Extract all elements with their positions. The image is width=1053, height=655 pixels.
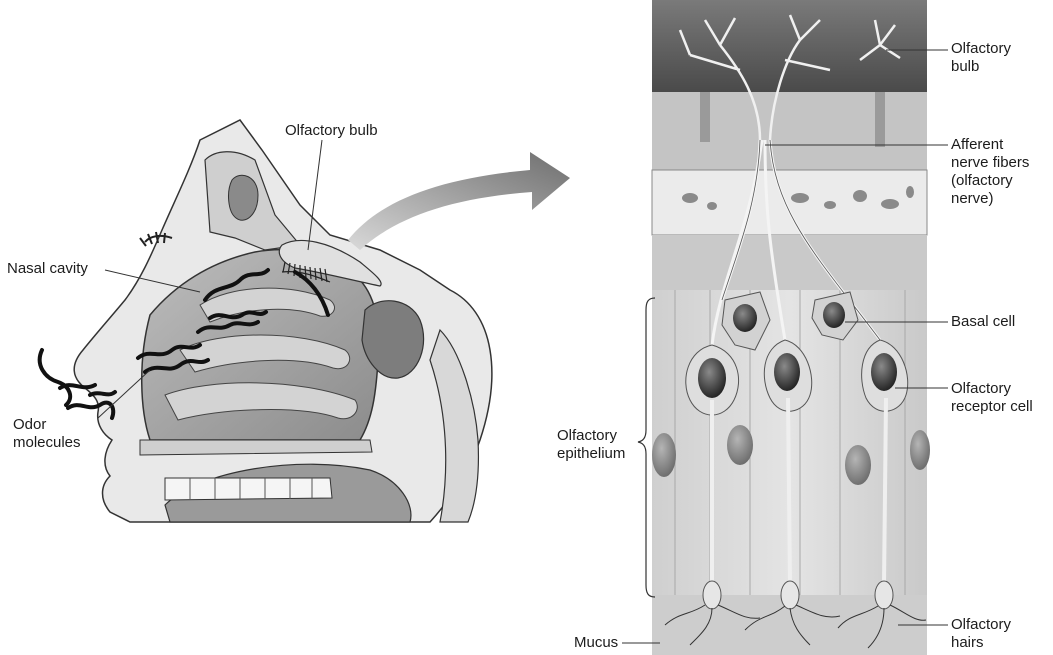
label-receptor-cell: Olfactory receptor cell xyxy=(951,380,1033,416)
label-bulb-line2: bulb xyxy=(951,58,1011,76)
epithelium-detail xyxy=(622,0,948,655)
label-afferent-line2: nerve fibers xyxy=(951,154,1029,172)
label-nasal-cavity: Nasal cavity xyxy=(7,260,88,278)
lamina-propria xyxy=(652,235,927,290)
label-receptor-line1: Olfactory xyxy=(951,380,1033,398)
label-mucus: Mucus xyxy=(574,634,618,652)
label-olfactory-bulb-right: Olfactory bulb xyxy=(951,40,1011,76)
label-bulb-line1: Olfactory xyxy=(951,40,1011,58)
label-basal-cell: Basal cell xyxy=(951,313,1015,331)
label-afferent-fibers: Afferent nerve fibers (olfactory nerve) xyxy=(951,136,1029,208)
label-afferent-line1: Afferent xyxy=(951,136,1029,154)
label-epithelium-line1: Olfactory xyxy=(557,427,625,445)
frontal-sinus xyxy=(229,175,258,220)
vessel-left xyxy=(700,92,710,142)
hard-palate xyxy=(140,440,372,455)
label-afferent-line3: (olfactory xyxy=(951,172,1029,190)
label-olfactory-bulb-left: Olfactory bulb xyxy=(285,122,378,140)
label-receptor-line2: receptor cell xyxy=(951,398,1033,416)
label-epithelium: Olfactory epithelium xyxy=(557,427,625,463)
label-olfactory-hairs: Olfactory hairs xyxy=(951,616,1011,652)
head-cross-section xyxy=(40,120,492,522)
label-afferent-line4: nerve) xyxy=(951,190,1029,208)
label-hairs-line2: hairs xyxy=(951,634,1011,652)
bulb-region xyxy=(652,0,927,92)
label-odor-molecules: Odor molecules xyxy=(13,416,81,452)
label-odor-line1: Odor xyxy=(13,416,81,434)
label-epithelium-line2: epithelium xyxy=(557,445,625,463)
bulb-lower-layer xyxy=(652,92,927,170)
vessel-right xyxy=(875,92,885,147)
zoom-arrow xyxy=(348,152,570,250)
label-hairs-line1: Olfactory xyxy=(951,616,1011,634)
label-odor-line2: molecules xyxy=(13,434,81,452)
